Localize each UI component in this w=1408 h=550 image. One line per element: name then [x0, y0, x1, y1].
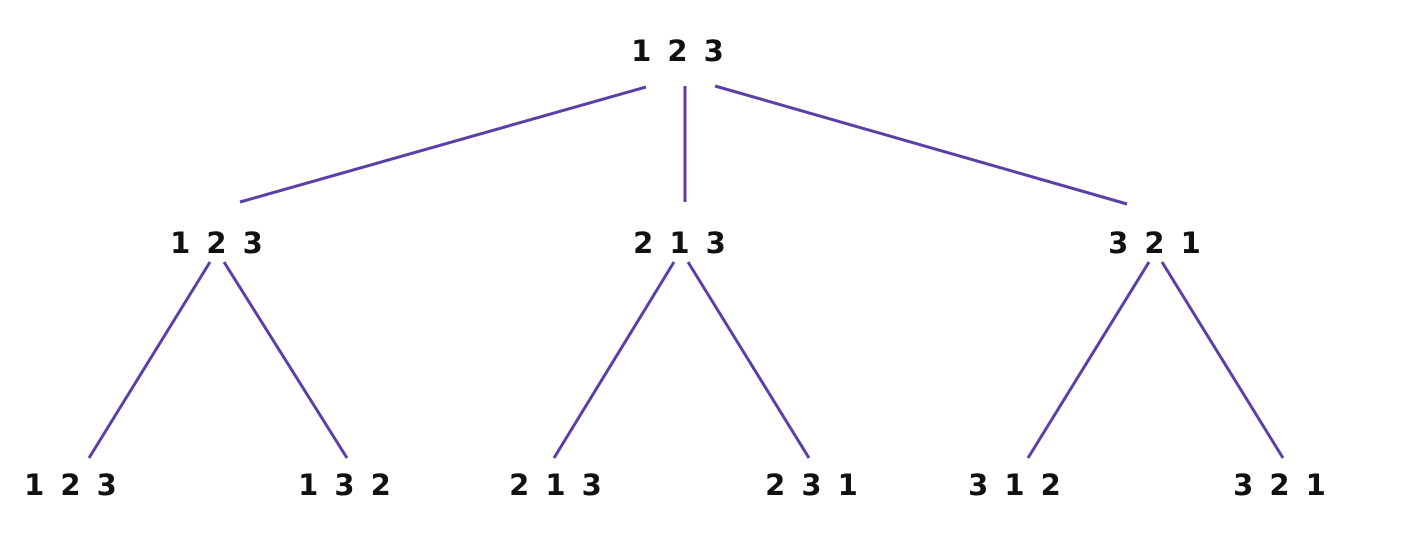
edge-node-3-to-leaf-5: [1026, 261, 1151, 459]
leaf-node-label: 2 1 3: [509, 468, 605, 502]
leaf-node-label: 1 2 3: [24, 468, 120, 502]
edge-node-1-to-leaf-2: [222, 261, 349, 459]
leaf-node-label: 2 3 1: [765, 468, 861, 502]
edge-root-to-node-3: [714, 84, 1128, 206]
level1-node-label: 1 2 3: [170, 226, 266, 260]
leaf-node-label: 3 1 2: [968, 468, 1064, 502]
level1-node-label: 3 2 1: [1108, 226, 1204, 260]
level1-node-label: 2 1 3: [633, 226, 729, 260]
edge-node-1-to-leaf-1: [87, 261, 212, 459]
leaf-node-label: 1 3 2: [298, 468, 394, 502]
edge-node-2-to-leaf-4: [686, 261, 811, 459]
leaf-node-label: 3 2 1: [1233, 468, 1329, 502]
edge-node-2-to-leaf-3: [552, 261, 676, 459]
edge-node-3-to-leaf-6: [1160, 261, 1285, 459]
root-node-label: 1 2 3: [631, 34, 727, 68]
edge-root-to-node-1: [239, 85, 647, 204]
